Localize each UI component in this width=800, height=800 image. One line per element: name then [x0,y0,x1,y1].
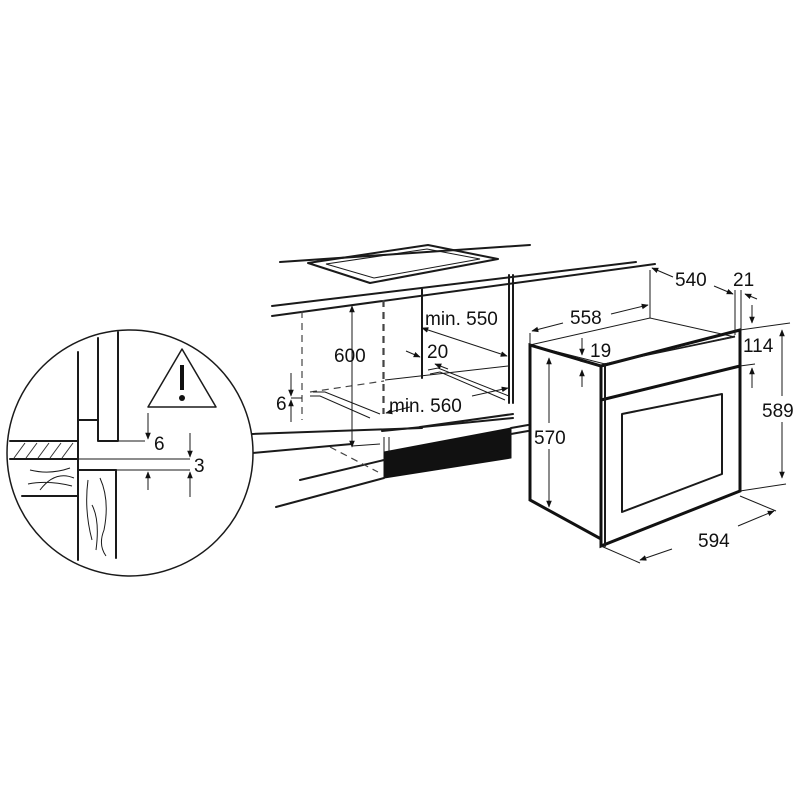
label-side-gap: 6 [276,394,287,415]
cabinet-outline [251,274,529,508]
dimension-back-gap: 20 [405,342,449,370]
label-front-thickness: 21 [733,270,754,291]
label-depth-min: min. 550 [425,309,498,330]
label-oven-top-depth: 540 [675,270,707,291]
dimension-oven-total-height: 589 [739,329,800,492]
label-cabinet-height: 600 [334,346,366,367]
dimension-front-thickness: 21 [733,270,758,330]
label-control-panel-height: 114 [743,336,774,357]
dimension-top-offset: 19 [579,338,611,387]
dimension-side-gap: 6 [276,373,302,422]
dimension-oven-front-width: 594 [600,495,777,564]
dimension-oven-body-height: 570 [532,357,568,508]
dimension-depth-min: min. 550 [421,309,508,357]
dimension-control-panel-height: 114 [739,305,791,388]
label-back-gap: 20 [427,342,448,363]
label-oven-top-width: 558 [570,308,602,329]
label-oven-front-width: 594 [698,531,730,552]
label-width-min: min. 560 [389,396,462,417]
dimension-cabinet-height: 600 [334,305,381,448]
label-detail-gap-top: 6 [154,434,165,455]
warning-triangle-icon [147,348,217,408]
dimension-oven-top-depth: 540 [649,267,736,335]
label-oven-body-height: 570 [534,428,566,449]
label-top-offset: 19 [590,341,611,362]
dimension-oven-top-width: 558 [529,300,651,345]
label-oven-total-height: 589 [762,401,794,422]
countertop [271,244,656,317]
dimension-width-min: min. 560 [385,386,509,417]
detail-callout: 6 3 [6,329,254,577]
label-detail-gap-bottom: 3 [194,456,205,477]
